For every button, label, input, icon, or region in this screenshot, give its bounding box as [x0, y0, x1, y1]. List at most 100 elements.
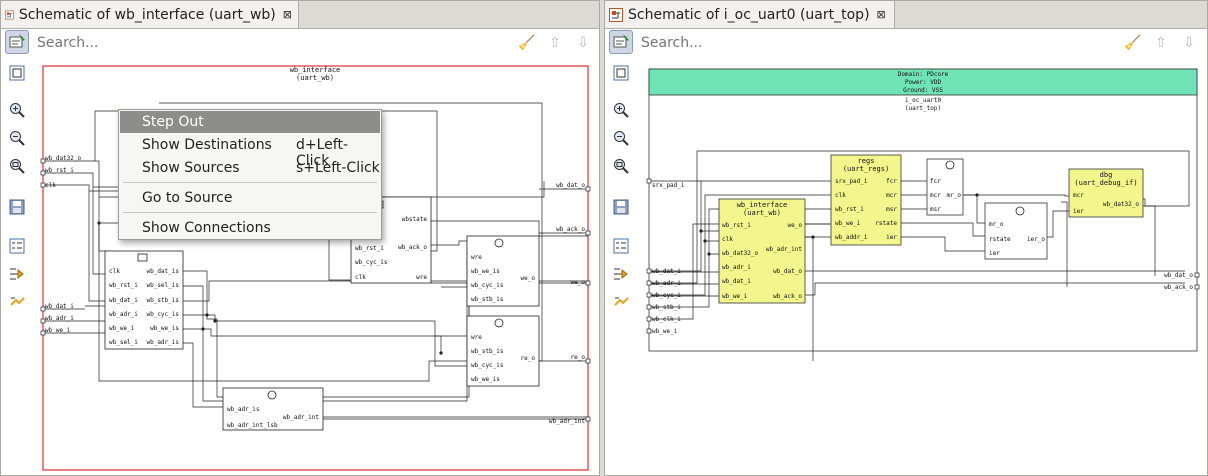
checklist-icon[interactable] — [613, 238, 629, 254]
module-dbg[interactable]: dbg (uart_debug_if) mcr ier wb_dat32_o — [1068, 168, 1144, 218]
zoom-fit-icon[interactable] — [613, 158, 629, 174]
domain-label: Domain: PDcore — [898, 71, 949, 78]
zoom-out-icon[interactable] — [9, 130, 25, 146]
pin-label: wb_dat32_o — [1103, 201, 1140, 208]
fit-icon[interactable] — [613, 65, 629, 81]
pin-label: wre — [471, 334, 482, 341]
arrow-down-icon[interactable]: ⇩ — [1183, 35, 1195, 51]
zoom-in-icon[interactable] — [9, 102, 25, 118]
port-label: wb_ack_o — [556, 226, 585, 233]
pin-label: ier_o — [1027, 236, 1045, 243]
pin-label: wb_cyc_is — [471, 282, 504, 289]
pin-label: wb_stb_is — [146, 297, 179, 304]
pin-label: clk — [722, 236, 733, 243]
output-port-labels: wb_dat_o wb_ack_o we_o re_o wb_adr_int — [549, 182, 586, 425]
frame-title: i_oc_uart0 — [905, 97, 942, 104]
pin-label: wb_rst_i — [109, 282, 138, 289]
pin-label: clk — [355, 274, 366, 281]
port-label: wb_dat_i — [652, 268, 681, 275]
port-label: wb_stb_i — [652, 304, 681, 311]
menu-item-show-destinations[interactable]: Show Destinations d+Left-Click — [120, 134, 380, 169]
step-out-icon[interactable] — [613, 293, 629, 309]
menu-item-go-to-source[interactable]: Go to Source — [120, 187, 380, 209]
tab-title: Schematic of i_oc_uart0 (uart_top) — [628, 6, 870, 23]
pin-label: we_o — [788, 222, 803, 229]
arrow-up-icon[interactable]: ⇧ — [1155, 35, 1167, 51]
menu-item-show-sources[interactable]: Show Sources s+Left-Click — [120, 157, 380, 179]
menu-item-step-out[interactable]: Step Out — [120, 111, 380, 133]
save-icon[interactable] — [613, 199, 629, 215]
menu-item-label: Go to Source — [142, 190, 233, 206]
left-toolbar: 🧹 ⇧ ⇩ — [1, 29, 599, 55]
close-icon[interactable]: ⊠ — [876, 8, 886, 21]
zoom-fit-icon[interactable] — [9, 158, 25, 174]
menu-separator — [123, 182, 377, 183]
select-mode-button[interactable] — [5, 30, 29, 54]
logic-block-re[interactable]: wre wb_stb_is wb_cyc_is wb_we_is re_o — [466, 315, 540, 387]
menu-item-shortcut: d+Left-Click — [296, 137, 349, 169]
left-schematic-panel: Schematic of wb_interface (uart_wb) ⊠ 🧹 … — [0, 0, 600, 476]
port-label: wb_ack_o — [1164, 284, 1193, 291]
eraser-icon[interactable]: 🧹 — [518, 35, 536, 51]
pin-label: wbstate — [402, 216, 428, 223]
menu-item-label: Show Destinations — [142, 137, 272, 153]
power-domain-banner — [648, 68, 1198, 96]
step-in-icon[interactable] — [9, 266, 25, 282]
pin-label: wb_adr_int_lsb — [227, 422, 278, 429]
right-schematic-canvas[interactable]: Domain: PDcore Power: VDD Ground: VSS i_… — [645, 61, 1205, 473]
pin-label: wre — [471, 254, 482, 261]
input-port-labels: srx_pad_i wb_dat_i wb_adr_i wb_cyc_i wb_… — [652, 182, 685, 335]
port-label: srx_pad_i — [652, 182, 685, 189]
module-regs[interactable]: regs (uart_regs) srx_pad_i clk wb_rst_i … — [830, 154, 902, 246]
pin-label: ier — [1073, 208, 1084, 215]
search-input[interactable] — [639, 32, 1023, 54]
junction-dots — [699, 193, 979, 256]
register-block-a[interactable]: clk wb_rst_i wb_dat_i wb_adr_i wb_we_i w… — [104, 250, 184, 350]
save-icon[interactable] — [9, 199, 25, 215]
pin-label: rstate — [989, 236, 1011, 243]
checklist-icon[interactable] — [9, 238, 25, 254]
pin-label: clk — [835, 192, 846, 199]
close-icon[interactable]: ⊠ — [282, 8, 292, 21]
pin-label: rstate — [875, 220, 897, 227]
module-title: dbg — [1100, 171, 1113, 179]
fit-icon[interactable] — [9, 65, 25, 81]
port-label: wb_we_i — [45, 327, 71, 334]
pin-label: wb_dat32_o — [722, 250, 759, 257]
zoom-in-icon[interactable] — [613, 102, 629, 118]
logic-block-mr[interactable]: fcr mcr msr mr_o — [926, 158, 964, 216]
menu-item-label: Step Out — [142, 114, 204, 130]
pin-label: wb_rst_i — [722, 222, 751, 229]
logic-block-ier[interactable]: mr_o rstate ier ier_o — [984, 202, 1048, 260]
tab-right-schematic[interactable]: Schematic of i_oc_uart0 (uart_top) ⊠ — [605, 1, 895, 28]
pin-label: wb_sel_is — [146, 282, 179, 289]
pin-label: wb_stb_is — [471, 348, 504, 355]
logic-block-adr[interactable]: wb_adr_is wb_adr_int_lsb wb_adr_int — [222, 387, 324, 431]
port-label: wb_cyc_i — [652, 292, 681, 299]
junction-dots — [97, 221, 443, 355]
step-in-icon[interactable] — [613, 266, 629, 282]
arrow-up-icon[interactable]: ⇧ — [549, 35, 561, 51]
context-menu: Step Out Show Destinations d+Left-Click … — [118, 109, 382, 240]
pin-label: msr — [886, 206, 897, 213]
logic-block-we[interactable]: wre wb_we_is wb_cyc_is wb_stb_is we_o — [466, 235, 540, 307]
module-wb-interface[interactable]: wb_interface (uart_wb) wb_rst_i clk wb_d… — [718, 198, 806, 304]
tab-left-schematic[interactable]: Schematic of wb_interface (uart_wb) ⊠ — [1, 1, 299, 28]
pin-label: wb_adr_int — [766, 246, 803, 253]
tab-title: Schematic of wb_interface (uart_wb) — [18, 6, 276, 23]
search-input[interactable] — [35, 32, 419, 54]
pin-label: wb_cyc_is — [146, 311, 179, 318]
menu-item-show-connections[interactable]: Show Connections — [120, 217, 380, 239]
menu-separator — [123, 212, 377, 213]
step-out-icon[interactable] — [9, 293, 25, 309]
pin-label: mr_o — [947, 192, 962, 199]
arrow-down-icon[interactable]: ⇩ — [577, 35, 589, 51]
pin-label: wb_stb_is — [471, 296, 504, 303]
zoom-out-icon[interactable] — [613, 130, 629, 146]
eraser-icon[interactable]: 🧹 — [1124, 35, 1142, 51]
menu-item-label: Show Sources — [142, 160, 240, 176]
pin-label: we_o — [521, 275, 536, 282]
pin-label: mcr — [886, 192, 897, 199]
select-mode-button[interactable] — [609, 30, 633, 54]
select-mode-icon — [9, 34, 25, 48]
